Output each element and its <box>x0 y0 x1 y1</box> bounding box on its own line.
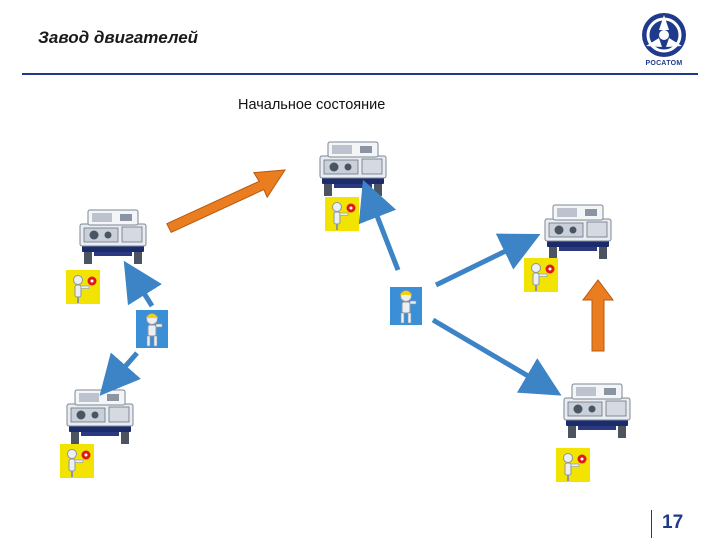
lathe-machine-icon <box>79 209 147 265</box>
logo-text: РОСАТОМ <box>645 60 683 67</box>
rosatom-logo-icon <box>642 13 686 57</box>
diagram-title: Начальное состояние <box>238 97 386 113</box>
operator-route-arrow <box>358 179 401 271</box>
footer-divider <box>651 510 652 538</box>
transfer-arrow <box>582 279 614 352</box>
operator-moving-icon <box>135 309 169 349</box>
operator-waiting-icon <box>523 257 559 293</box>
lathe-machine-icon <box>544 204 612 260</box>
operator-waiting-icon <box>555 447 591 483</box>
transfer-arrow <box>166 169 286 233</box>
operator-waiting-icon <box>65 269 101 305</box>
lathe-machine-icon <box>319 141 387 197</box>
operator-route-arrow <box>434 233 541 288</box>
header-divider <box>22 73 698 75</box>
operator-waiting-icon <box>324 196 360 232</box>
operator-moving-icon <box>389 286 423 326</box>
operator-route-arrow <box>123 260 162 308</box>
lathe-machine-icon <box>563 383 631 439</box>
operator-waiting-icon <box>59 443 95 479</box>
operator-route-arrow <box>431 317 562 396</box>
operator-route-arrow <box>99 351 141 396</box>
header-title: Завод двигателей <box>38 28 199 47</box>
lathe-machine-icon <box>66 389 134 445</box>
page-number: 17 <box>662 512 684 533</box>
